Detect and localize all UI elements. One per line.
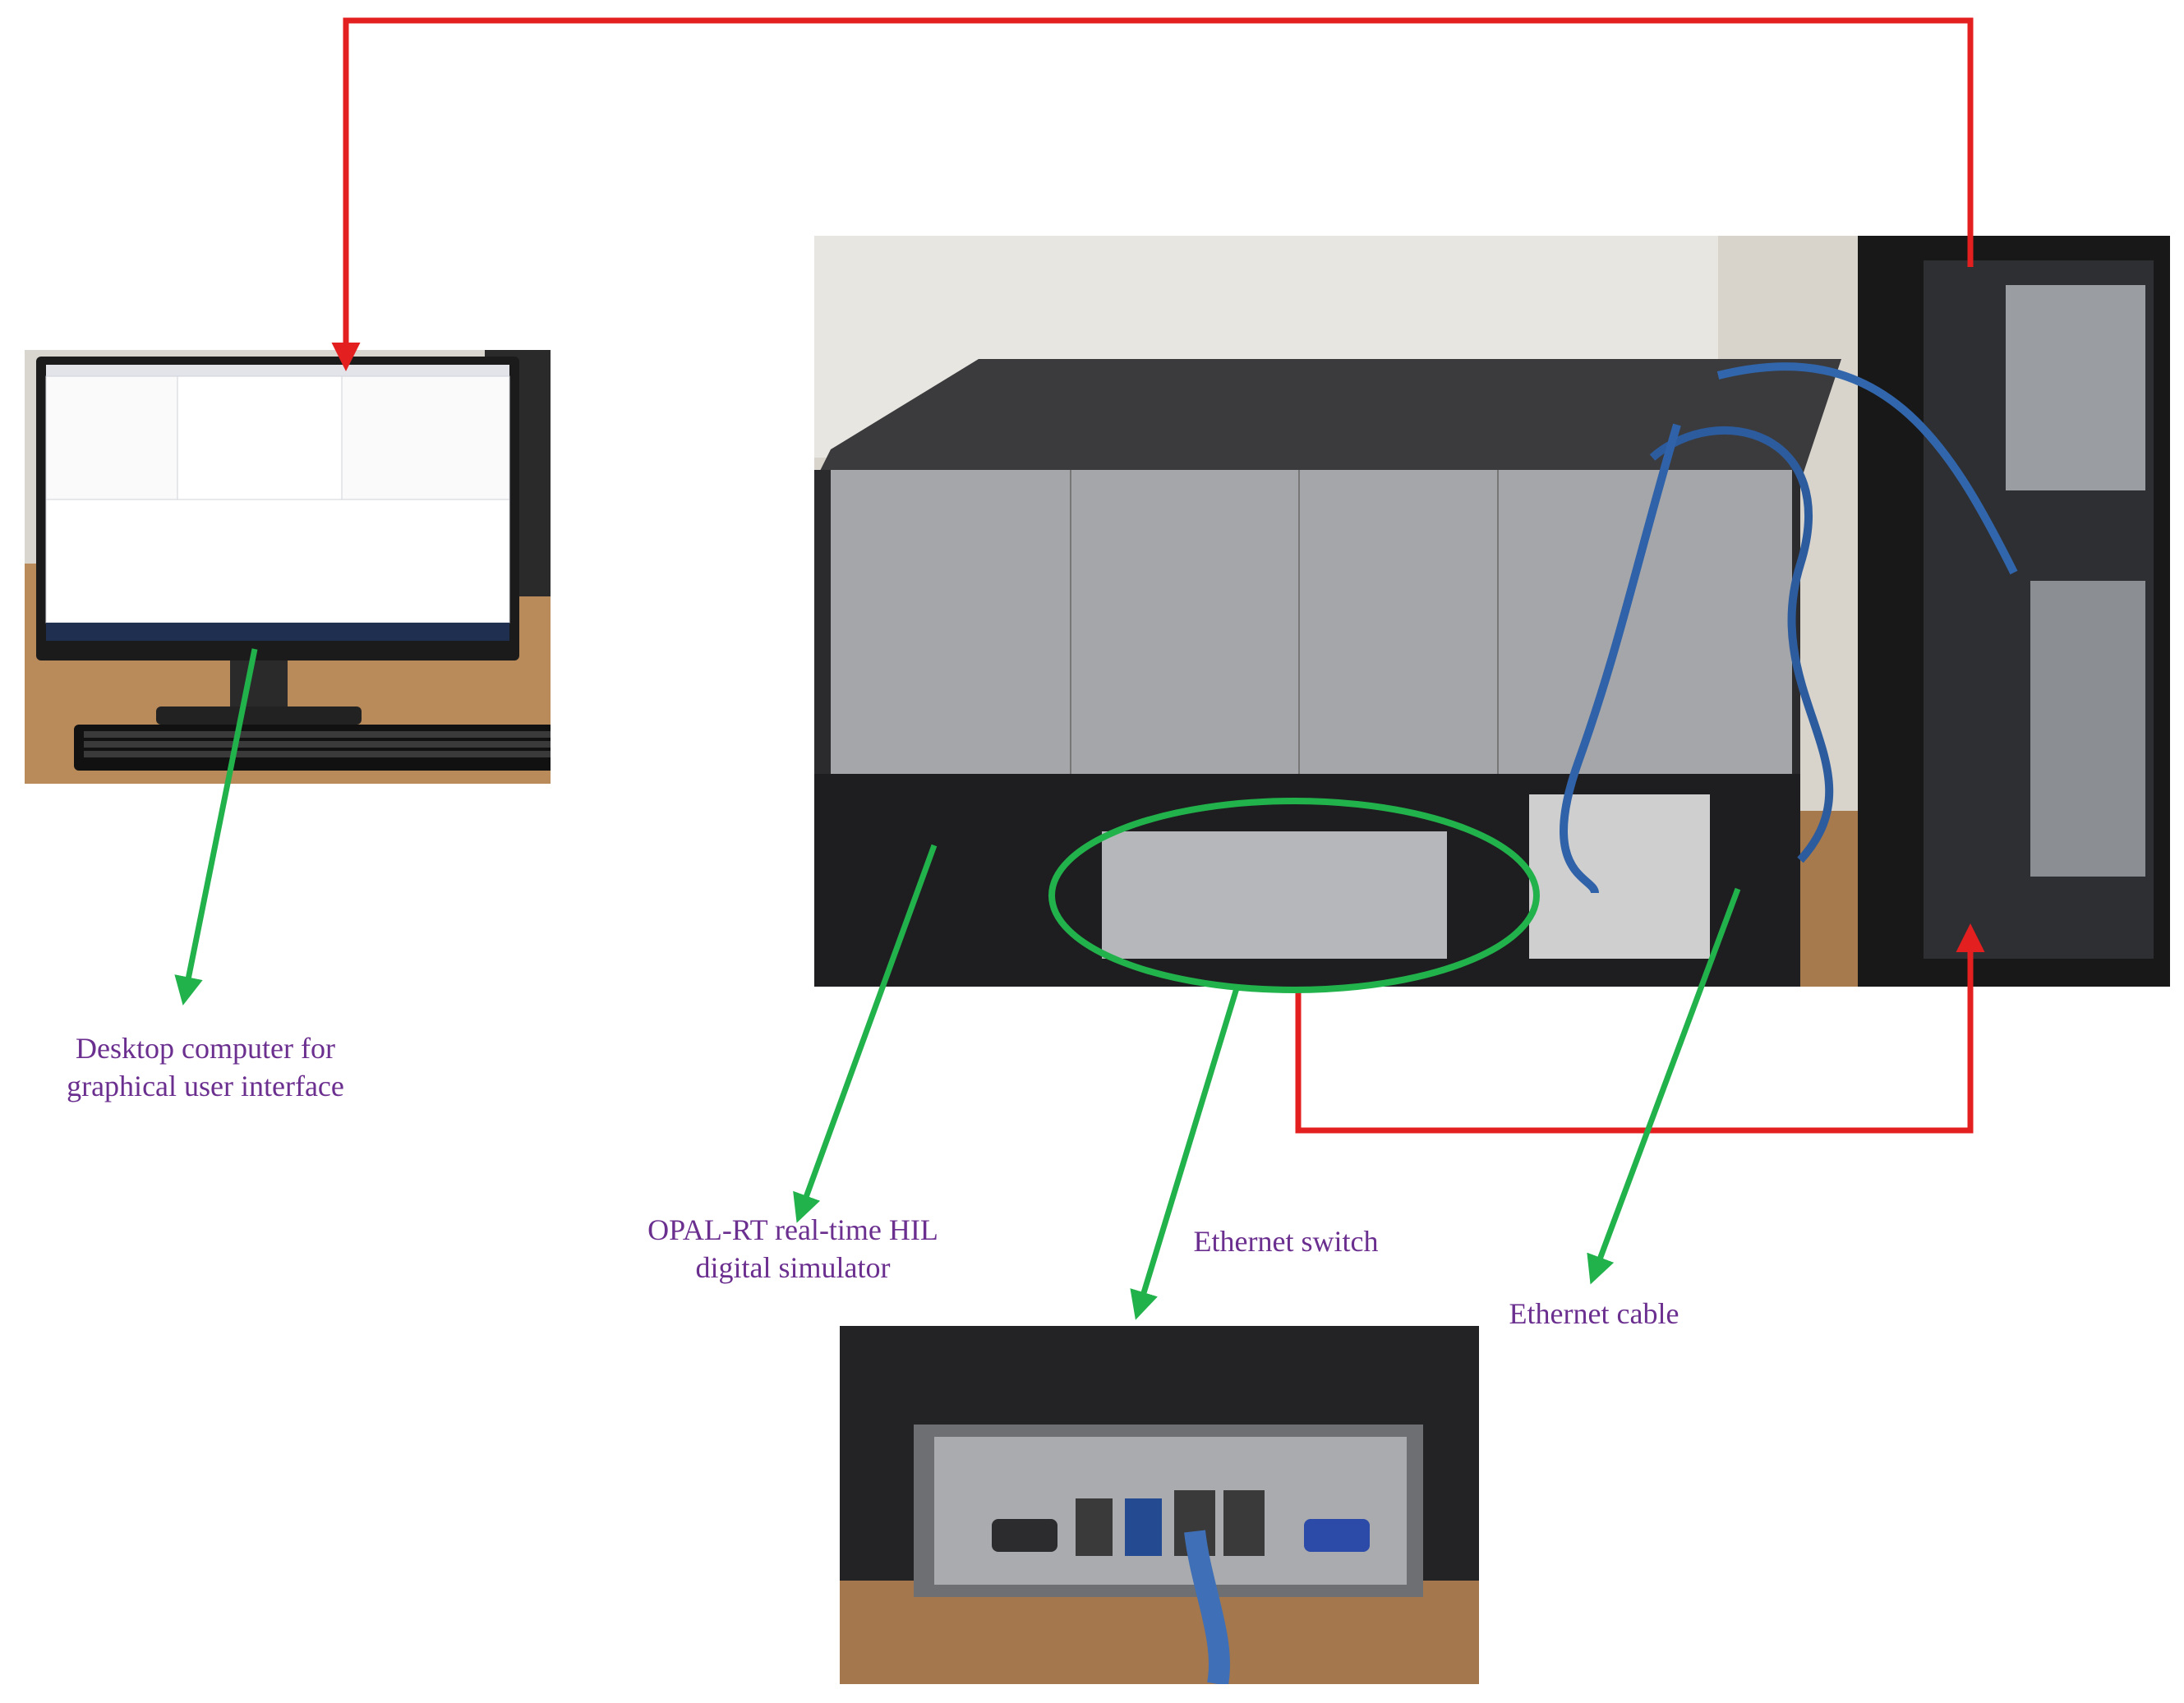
desktop-computer-photo: [25, 350, 551, 784]
ethernet-cable-label: Ethernet cable: [1509, 1297, 1679, 1330]
ethernet-switch-closeup-photo: [840, 1326, 1479, 1684]
ethernet-switch-label: Ethernet switch: [1193, 1225, 1379, 1258]
simulator-label: OPAL-RT real-time HIL digital simulator: [647, 1213, 938, 1284]
desktop-label: Desktop computer for graphical user inte…: [67, 1032, 344, 1102]
arrow-switch: [1130, 987, 1240, 1320]
simulator-chassis-photo: [814, 236, 2170, 987]
